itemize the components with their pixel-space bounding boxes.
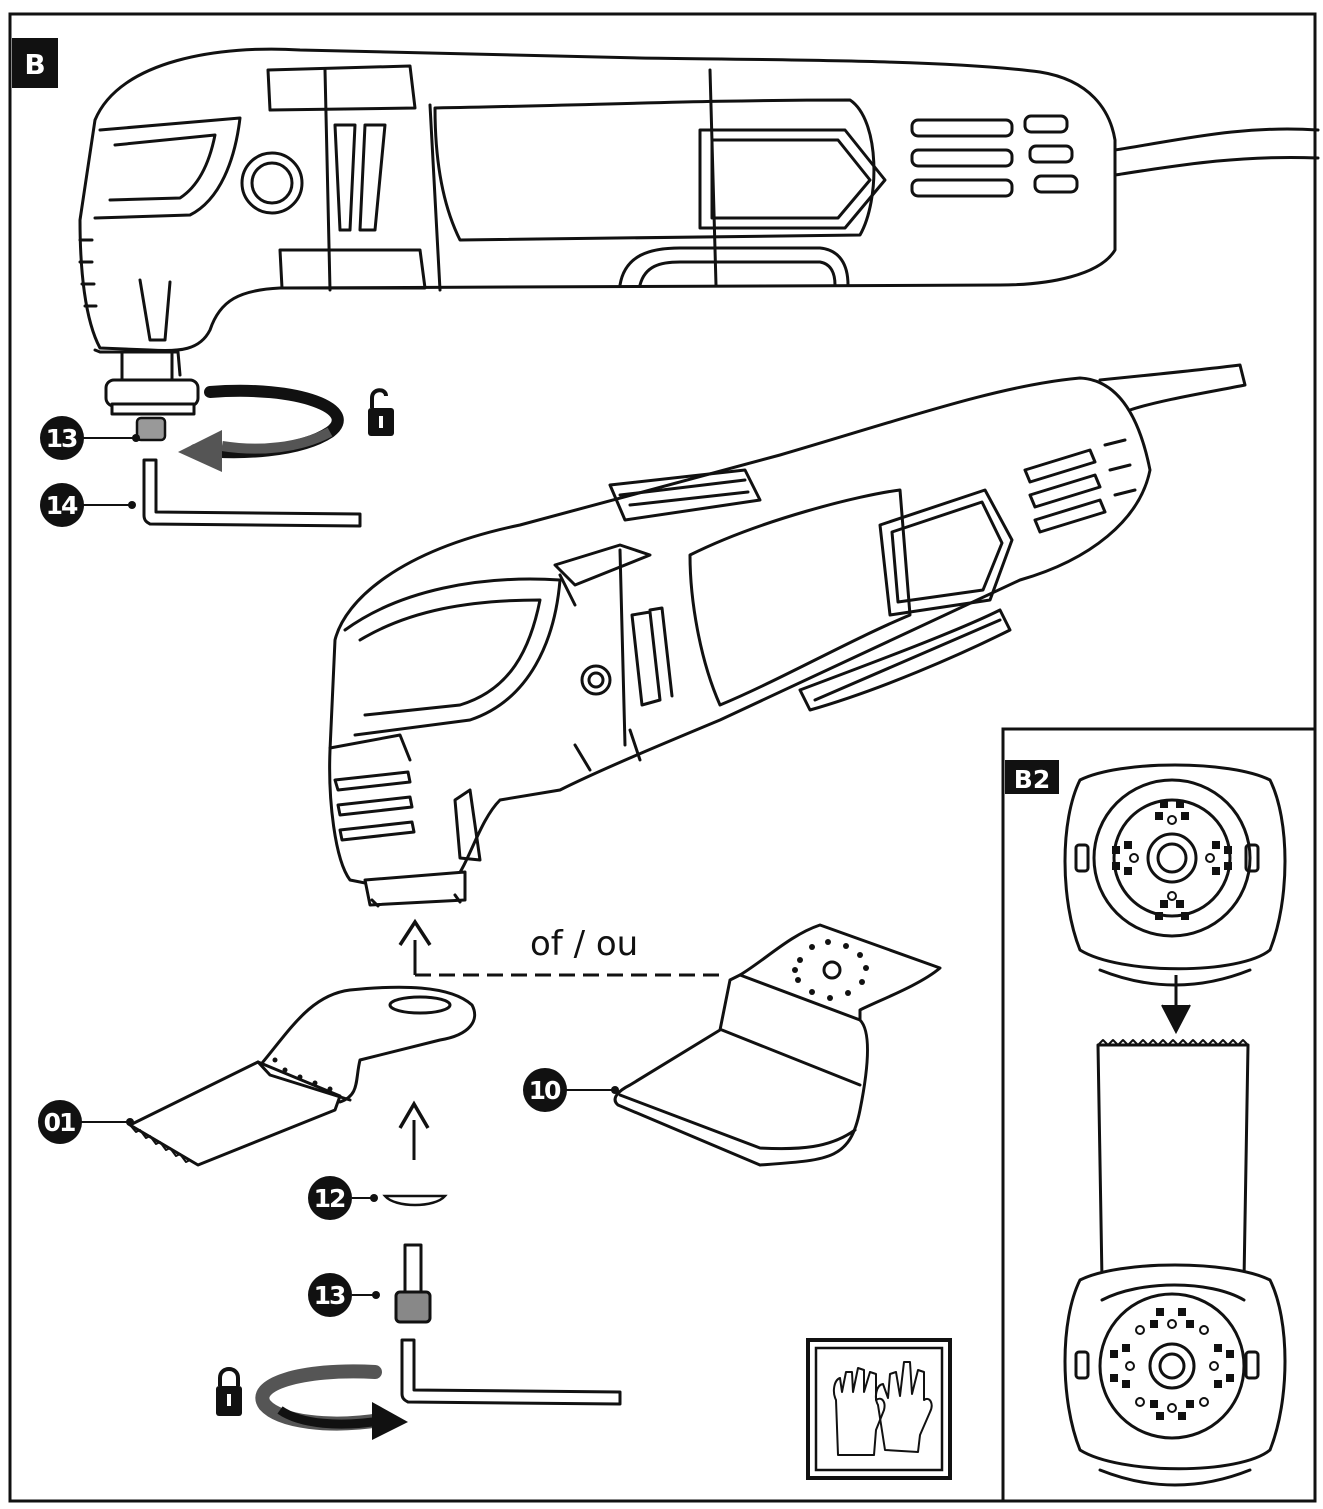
callout-12: 12 [308, 1176, 378, 1220]
gloves-icon [806, 1338, 952, 1480]
washer-12 [382, 1194, 448, 1207]
lock-closed-icon [216, 1367, 242, 1416]
svg-text:14: 14 [46, 491, 78, 520]
adapter-top-view [1063, 763, 1287, 987]
allen-key-top [142, 458, 362, 528]
inset-blade [1096, 1039, 1250, 1297]
svg-text:10: 10 [529, 1076, 561, 1105]
multitool-perspective-view [328, 363, 1247, 908]
multitool-side-view [78, 47, 1320, 416]
label-b: B [12, 38, 58, 88]
svg-text:13: 13 [46, 424, 77, 453]
screw-13-top [135, 416, 167, 442]
unlock-rotation-arrow [178, 384, 344, 472]
scraper-blade-10 [613, 923, 942, 1167]
arrow-down-icon [1161, 975, 1191, 1035]
screw-13-bottom [394, 1243, 432, 1324]
callout-01: 01 [38, 1100, 134, 1144]
alternative-text: of / ou [530, 924, 638, 964]
svg-text:B2: B2 [1014, 765, 1050, 794]
svg-text:B: B [24, 48, 45, 81]
adapter-with-blade-view [1063, 1263, 1287, 1487]
arrow-up-icon [398, 918, 432, 975]
label-b2: B2 [1005, 760, 1059, 794]
saw-blade-01 [128, 985, 477, 1167]
svg-text:12: 12 [314, 1184, 345, 1213]
svg-text:01: 01 [44, 1108, 75, 1137]
callout-13-bottom: 13 [308, 1273, 380, 1317]
arrow-up-washer-icon [398, 1100, 430, 1160]
inset-frame [1001, 727, 1317, 1503]
lock-rotation-arrow [255, 1364, 408, 1440]
callout-10: 10 [523, 1068, 619, 1112]
callout-14: 14 [40, 483, 136, 527]
lock-open-icon [368, 388, 394, 436]
svg-text:13: 13 [314, 1281, 345, 1310]
allen-key-bottom [400, 1338, 622, 1406]
callout-13-top: 13 [40, 416, 140, 460]
